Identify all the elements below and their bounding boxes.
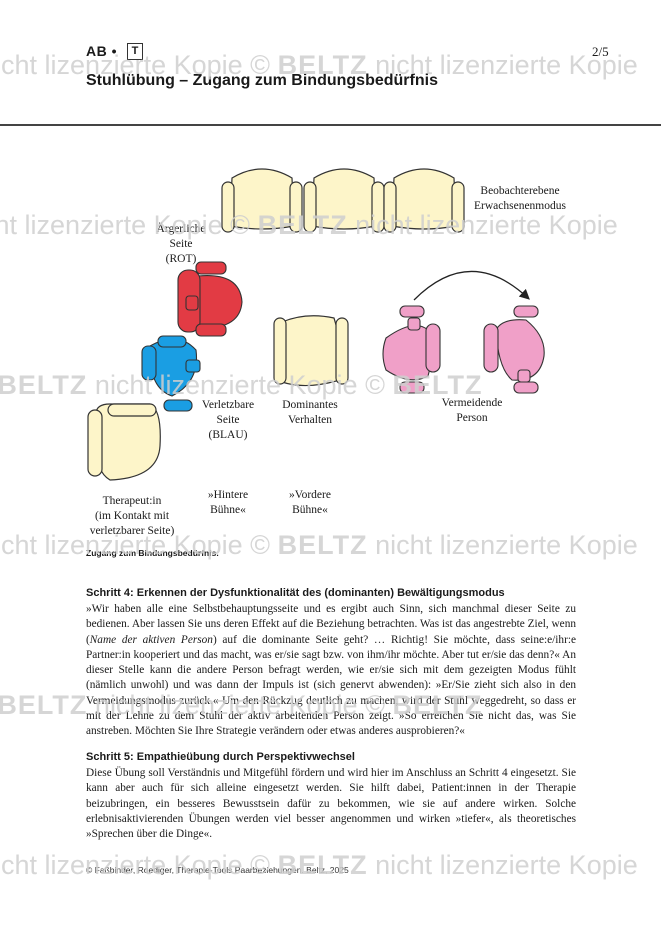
observer-chair-3	[383, 168, 465, 233]
worksheet-label: AB •	[86, 43, 118, 59]
red-chair	[177, 261, 243, 337]
rotation-arrow	[413, 270, 530, 301]
watermark-row-2: nicht lizenzierte Kopie © BELTZ nicht li…	[0, 210, 618, 240]
label-avoiding-person: Vermeidende Person	[441, 397, 503, 424]
therapist-chair	[87, 403, 161, 481]
label-angry-side: Ärgerliche Seite (ROT)	[156, 223, 206, 265]
blue-chair	[141, 335, 201, 412]
label-therapist: Therapeut:in (im Kontakt mit verletzbare…	[89, 495, 175, 537]
chair-diagram	[87, 168, 545, 481]
label-back-stage: »Hintere Bühne«	[207, 489, 249, 516]
avoiding-chair-1	[382, 305, 441, 394]
section-4-paragraph: »Wir haben alle eine Selbstbehauptungsse…	[86, 602, 576, 740]
therapy-tools-badge: T	[127, 43, 143, 60]
watermark-row-5: © BELTZ nicht lizenzierte Kopie © BELTZ	[0, 690, 483, 720]
page-title: Stuhlübung – Zugang zum Bindungsbedürfni…	[86, 72, 438, 89]
label-dominant-behavior: Dominantes Verhalten	[282, 399, 338, 426]
dominant-behavior-chair	[273, 315, 349, 387]
section-4-heading: Schritt 4: Erkennen der Dysfunktionalitä…	[86, 587, 505, 599]
label-observer-mode: Beobachterebene Erwachsenenmodus	[474, 185, 566, 212]
observer-chair-2	[303, 168, 385, 233]
watermark-row-4: nicht lizenzierte Kopie © BELTZ nicht li…	[0, 530, 638, 560]
page-number: 2/5	[592, 44, 609, 59]
label-front-stage: »Vordere Bühne«	[289, 489, 331, 516]
watermark-row-6: nicht lizenzierte Kopie © BELTZ nicht li…	[0, 850, 638, 880]
header-divider	[0, 124, 661, 126]
watermark-row-3: © BELTZ nicht lizenzierte Kopie © BELTZ	[0, 370, 483, 400]
section-4-text-b: ) auf die dominante Seite geht? … Richti…	[86, 633, 576, 738]
section-5-heading: Schritt 5: Empathieübung durch Perspekti…	[86, 751, 355, 763]
section-4-emphasis: Name der aktiven Person	[89, 633, 213, 646]
label-vulnerable-side: Verletzbare Seite (BLAU)	[201, 399, 255, 441]
section-4-text-a: »Wir haben alle eine Selbstbehauptungsse…	[86, 603, 576, 646]
footer-copyright: © Faßbinder, Roediger, Therapie-Tools Pa…	[86, 865, 349, 875]
watermark-row-1: nicht lizenzierte Kopie © BELTZ nicht li…	[0, 50, 638, 80]
avoiding-chair-2	[483, 305, 545, 394]
figure-caption: Zugang zum Bindungsbedürfnis.	[86, 548, 219, 558]
section-5-paragraph: Diese Übung soll Verständnis und Mitgefü…	[86, 767, 576, 841]
observer-chair-1	[221, 168, 303, 233]
